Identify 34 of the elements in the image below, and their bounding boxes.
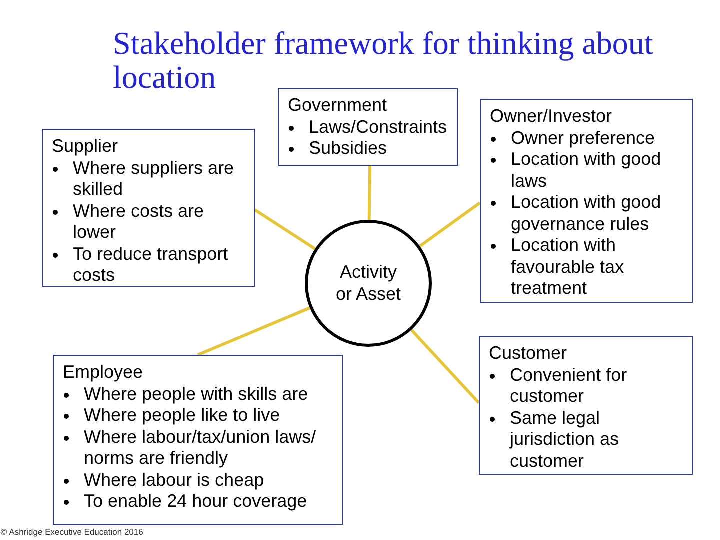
bullet-text: Where costs are lower [73, 200, 206, 244]
bullet-text: Owner preference [511, 128, 656, 149]
bullet-text: Location with good governance rules [511, 192, 662, 235]
bullet-text: Where people like to live [84, 405, 280, 426]
connector-line [419, 202, 481, 248]
bullet-text: Location with favourable tax treatment [511, 235, 626, 300]
connector-line [197, 306, 311, 356]
bullet-text: Subsidies [309, 138, 388, 160]
bullet-text: To reduce transport costs [73, 244, 230, 286]
connector-line [410, 329, 480, 404]
bullet-text: Where labour is cheap [84, 470, 264, 491]
stakeholder-heading: Government [288, 95, 388, 116]
slide-title: Stakeholder framework for thinking about location [113, 26, 654, 94]
stakeholder-heading: Employee [63, 362, 144, 384]
bullet-text: To enable 24 hour coverage [84, 491, 308, 512]
stakeholder-box [480, 99, 693, 303]
bullet-text: Where labour/tax/union laws/ norms are friendly [84, 426, 318, 470]
stakeholder-heading: Customer [489, 343, 568, 364]
bullet-text: Location with good laws [511, 149, 662, 192]
stakeholder-heading: Owner/Investor [490, 106, 614, 128]
bullet-text: Convenient for customer [510, 364, 628, 408]
stakeholder-box [42, 129, 255, 287]
stakeholder-heading: Supplier [52, 136, 120, 158]
bullet-text: Where people with skills are [84, 384, 308, 405]
stakeholder-box [278, 88, 458, 166]
connector-line [368, 166, 372, 220]
connector-line [254, 208, 316, 250]
copyright-note: © Ashridge Executive Education 2016 [1, 527, 144, 537]
stakeholder-box [479, 336, 693, 475]
circle-label: Activity or Asset [334, 262, 402, 305]
bullet-text: Same legal jurisdiction as customer [510, 408, 620, 472]
bullet-text: Where suppliers are skilled [73, 158, 236, 200]
bullet-text: Laws/Constraints [309, 116, 448, 138]
stakeholder-box [53, 355, 343, 525]
